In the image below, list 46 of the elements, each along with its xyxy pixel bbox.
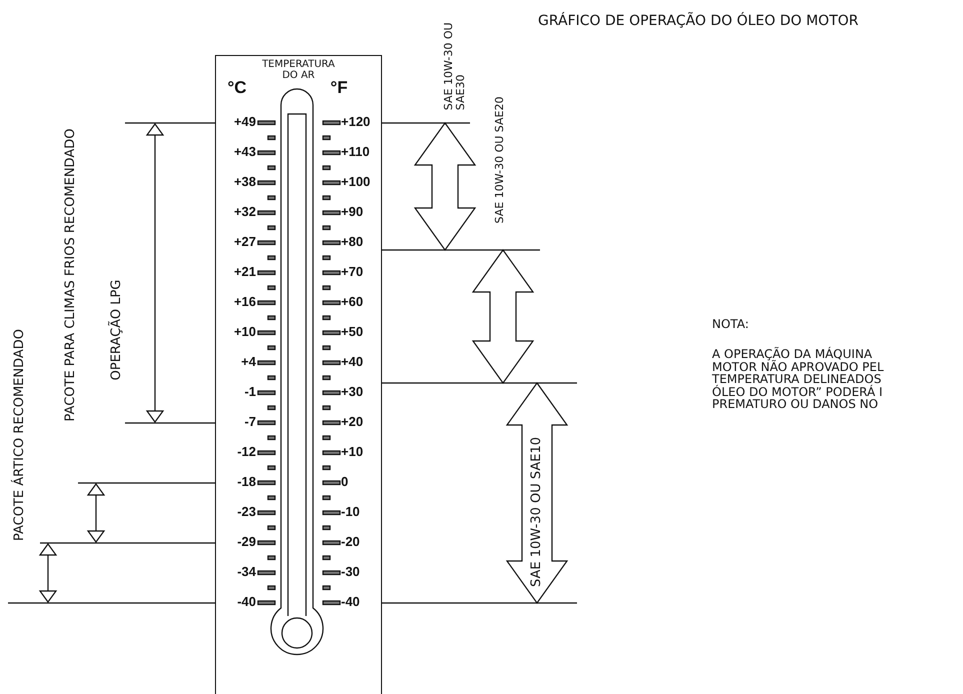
range-label: PACOTE PARA CLIMAS FRIOS RECOMENDADO (64, 128, 78, 422)
oil-grade-label: SAE 10W-30 OU SAE30 (442, 21, 468, 110)
unit-label: °F (330, 79, 348, 98)
fahrenheit-scale-value: +110 (341, 145, 370, 160)
celsius-scale-value: -40 (237, 595, 256, 610)
fahrenheit-scale-value: +50 (341, 325, 364, 340)
celsius-scale-value: -1 (244, 385, 256, 400)
fahrenheit-scale-value: +20 (341, 415, 364, 430)
fahrenheit-scale-value: +60 (341, 295, 364, 310)
celsius-scale-value: +43 (234, 145, 256, 160)
celsius-scale-value: +4 (241, 355, 256, 370)
celsius-scale-value: -12 (237, 445, 256, 460)
note-text: A OPERAÇÃO DA MÁQUINA MOTOR NÃO APROVADO PEL TEMPERATURA DELINEADOS ÓLEO DO MOTOR” PODERÁ I PREMATURO OU DANOS NO (712, 348, 885, 411)
thermometer-panel (215, 55, 382, 694)
celsius-scale-value: -23 (237, 505, 256, 520)
fahrenheit-scale-value: +80 (341, 235, 364, 250)
celsius-scale-value: -7 (244, 415, 256, 430)
fahrenheit-scale-value: +30 (341, 385, 364, 400)
fahrenheit-scale-value: -10 (341, 505, 360, 520)
unit-label: °C (227, 79, 247, 98)
celsius-scale-value: +27 (234, 235, 256, 250)
fahrenheit-scale-value: -20 (341, 535, 360, 550)
range-label: OPERAÇÃO LPG (110, 280, 124, 380)
range-label: PACOTE ÁRTICO RECOMENDADO (12, 328, 28, 542)
fahrenheit-scale-value: +40 (341, 355, 364, 370)
celsius-scale-value: +49 (234, 115, 256, 130)
fahrenheit-scale-value: +70 (341, 265, 364, 280)
celsius-scale-value: +21 (234, 265, 256, 280)
celsius-scale-value: -18 (237, 475, 256, 490)
celsius-scale-value: +16 (234, 295, 256, 310)
fahrenheit-scale-value: +120 (341, 115, 370, 130)
chart-title: GRÁFICO DE OPERAÇÃO DO ÓLEO DO MOTOR (538, 14, 858, 30)
celsius-scale-value: -34 (237, 565, 256, 580)
fahrenheit-scale-value: 0 (341, 475, 348, 490)
note-heading: NOTA: (712, 318, 749, 332)
oil-grade-label: SAE 10W-30 OU SAE20 (494, 96, 506, 224)
panel-heading: TEMPERATURA DO AR (261, 59, 336, 81)
celsius-scale-value: +38 (234, 175, 256, 190)
fahrenheit-scale-value: +100 (341, 175, 370, 190)
celsius-scale-value: +32 (234, 205, 256, 220)
fahrenheit-scale-value: +90 (341, 205, 364, 220)
fahrenheit-scale-value: -30 (341, 565, 360, 580)
celsius-scale-value: -29 (237, 535, 256, 550)
fahrenheit-scale-value: -40 (341, 595, 360, 610)
celsius-scale-value: +10 (234, 325, 256, 340)
fahrenheit-scale-value: +10 (341, 445, 364, 460)
